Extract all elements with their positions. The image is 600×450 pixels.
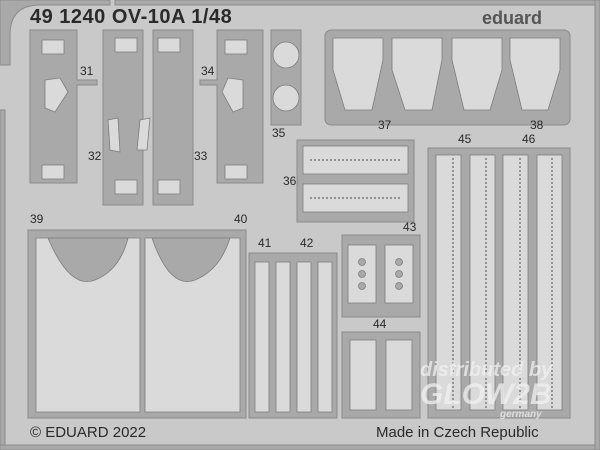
brand-logo: eduard bbox=[481, 8, 542, 28]
part-label-44: 44 bbox=[373, 317, 387, 331]
part-label-42: 42 bbox=[300, 236, 314, 250]
part-label-40: 40 bbox=[234, 212, 248, 226]
part-label-33: 33 bbox=[194, 149, 208, 163]
part-label-35: 35 bbox=[272, 126, 286, 140]
part-label-43: 43 bbox=[403, 220, 417, 234]
part-32-frame bbox=[102, 29, 144, 206]
part-label-34: 34 bbox=[201, 64, 215, 78]
part-label-36: 36 bbox=[283, 174, 297, 188]
frame-left bbox=[0, 109, 6, 450]
part-label-37: 37 bbox=[378, 118, 392, 132]
part-33-frame bbox=[152, 29, 194, 206]
distributor-watermark: distributed by GLOW2B germany bbox=[420, 360, 552, 420]
part-label-46: 46 bbox=[522, 132, 536, 146]
watermark-line3: germany bbox=[500, 409, 542, 420]
part-label-45: 45 bbox=[458, 132, 472, 146]
origin-text: Made in Czech Republic bbox=[376, 424, 539, 441]
part-label-38: 38 bbox=[530, 118, 544, 132]
part-label-31: 31 bbox=[80, 64, 94, 78]
part-31-frame bbox=[29, 29, 98, 184]
watermark-line2: GLOW2B bbox=[420, 378, 552, 411]
watermark-line1: distributed by bbox=[420, 359, 553, 381]
part-label-32: 32 bbox=[88, 149, 102, 163]
fret-title: 49 1240 OV-10A 1/48 bbox=[30, 6, 233, 28]
copyright-text: © EDUARD 2022 bbox=[30, 424, 147, 441]
part-37-38-frame bbox=[324, 29, 571, 126]
part-label-41: 41 bbox=[258, 236, 272, 250]
part-label-39: 39 bbox=[30, 212, 44, 226]
frame-corner-tl bbox=[0, 0, 111, 66]
frame-right bbox=[594, 0, 600, 450]
frame-top bbox=[114, 0, 600, 6]
frame-bottom bbox=[0, 444, 600, 450]
